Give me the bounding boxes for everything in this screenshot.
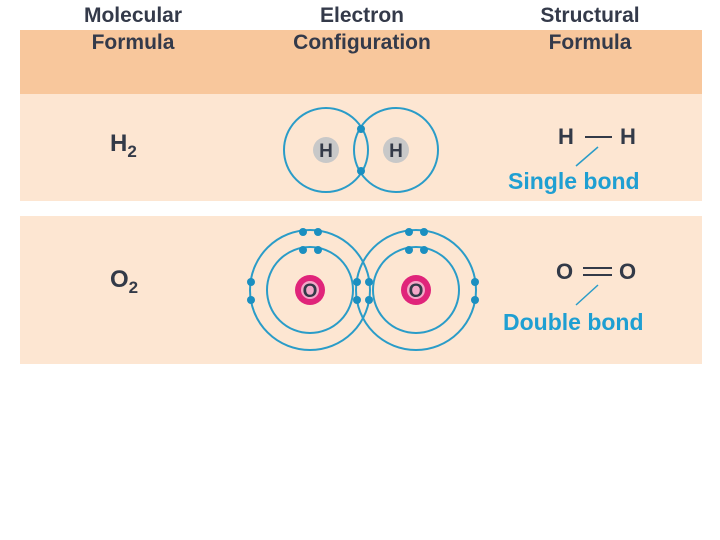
o-atom-outer-shell-left (249, 229, 371, 351)
o-atom-outer-shell-right (355, 229, 477, 351)
electron (247, 278, 255, 286)
o2-electron-configuration: O O (247, 228, 479, 351)
electron (314, 246, 322, 254)
double-bond-pointer (575, 284, 599, 306)
single-bond-pointer (575, 146, 599, 167)
electron (299, 228, 307, 236)
h-atom-label-right: H (389, 141, 403, 162)
shared-electron (353, 296, 361, 304)
electron (471, 296, 479, 304)
electron (420, 228, 428, 236)
electron (405, 246, 413, 254)
electron (405, 228, 413, 236)
struct-h-right: H (620, 124, 636, 149)
shared-electron (365, 296, 373, 304)
h2-electron-configuration: H H (283, 107, 439, 193)
double-bond-label: Double bond (503, 309, 644, 335)
shared-electron (365, 278, 373, 286)
o-atom-label-right: O (409, 281, 424, 302)
header-structural-formula: Structural Formula (540, 4, 640, 54)
shared-electron (353, 278, 361, 286)
struct-o-right: O (619, 259, 637, 284)
o-atom-inner-shell-left (266, 246, 354, 334)
h-atom-label-left: H (319, 141, 333, 162)
o-atom-label-left: O (303, 281, 318, 302)
h-nucleus-right (383, 137, 409, 163)
formula-o2: O2 (110, 266, 139, 297)
shared-electron (357, 125, 365, 133)
header-molecular-formula: Molecular Formula (83, 4, 183, 54)
row-h2 (20, 94, 702, 201)
struct-h-left: H (558, 124, 574, 149)
electron (471, 278, 479, 286)
electron (420, 246, 428, 254)
formula-h2: H2 (110, 130, 137, 161)
table-header (20, 30, 702, 94)
shared-electron (357, 167, 365, 175)
electron (247, 296, 255, 304)
row-o2 (20, 216, 702, 364)
single-bond-label: Single bond (508, 168, 640, 194)
h-nucleus-left (313, 137, 339, 163)
electron (314, 228, 322, 236)
o-atom-inner-shell-right (372, 246, 460, 334)
h-atom-shell-left (283, 107, 369, 193)
header-electron-configuration: Electron Configuration (293, 4, 431, 54)
electron (299, 246, 307, 254)
h-atom-shell-right (353, 107, 439, 193)
struct-o-left: O (556, 259, 574, 284)
